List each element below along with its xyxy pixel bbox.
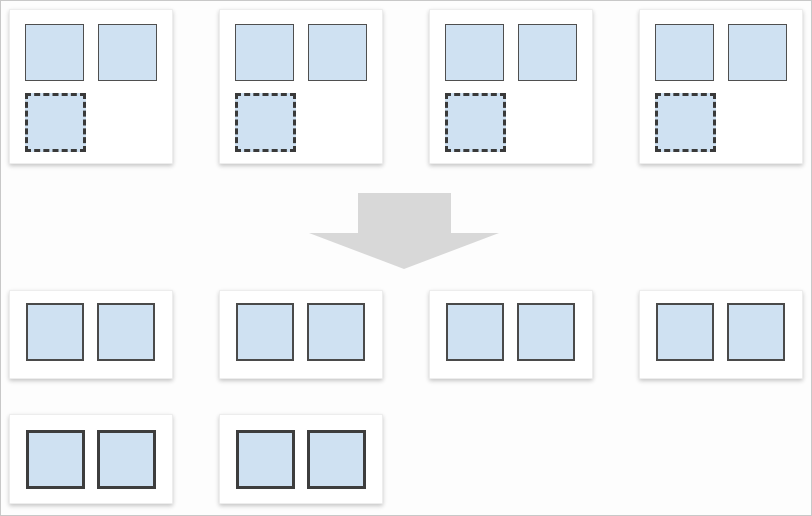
down-arrow-icon [309,193,499,269]
square-row [236,303,366,361]
bold-square [307,430,366,489]
card [219,414,383,504]
square-row [655,24,787,81]
square-row [445,24,577,81]
after-row-1 [9,290,803,379]
card [429,9,593,164]
card [9,290,173,379]
card [219,290,383,379]
dashed-square [235,93,296,152]
card [219,9,383,164]
medium-square [236,303,294,361]
square-row [656,303,786,361]
bold-square [236,430,295,489]
square-row [236,430,366,489]
medium-square [307,303,365,361]
card [639,9,803,164]
solid-square [25,24,84,81]
medium-square [26,303,84,361]
after-row-2 [9,414,383,504]
before-row [9,9,803,164]
card [429,290,593,379]
bold-square [97,430,156,489]
bold-square [26,430,85,489]
medium-square [656,303,714,361]
dashed-square [25,93,86,152]
solid-square [728,24,787,81]
medium-square [517,303,575,361]
solid-square [445,24,504,81]
square-row [445,93,577,152]
card [9,9,173,164]
card [9,414,173,504]
medium-square [97,303,155,361]
square-row [25,24,157,81]
medium-square [446,303,504,361]
square-row [235,24,367,81]
solid-square [235,24,294,81]
solid-square [98,24,157,81]
solid-square [308,24,367,81]
dashed-square [445,93,506,152]
square-row [655,93,787,152]
solid-square [518,24,577,81]
square-row [26,303,156,361]
square-row [446,303,576,361]
square-row [25,93,157,152]
medium-square [727,303,785,361]
card [639,290,803,379]
square-row [235,93,367,152]
square-row [26,430,156,489]
dashed-square [655,93,716,152]
solid-square [655,24,714,81]
